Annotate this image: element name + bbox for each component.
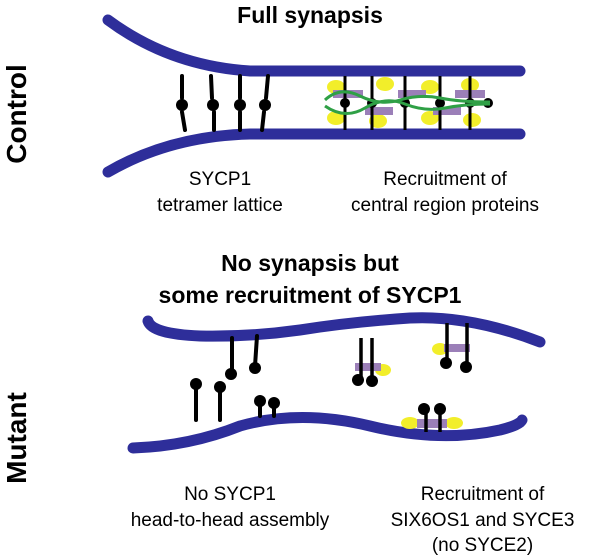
mutant-bottom-axis [127, 412, 528, 454]
recruitment-cluster-1 [352, 338, 391, 387]
control-left-caption-2: tetramer lattice [157, 195, 283, 216]
mutant-title-line2: some recruitment of SYCP1 [158, 282, 462, 308]
recruitment-cluster-3 [401, 403, 463, 432]
control-top-axis [102, 14, 526, 77]
control-right-caption-2: central region proteins [351, 195, 539, 216]
mutant-right-caption-2: SIX6OS1 and SYCE3 [390, 510, 575, 531]
sycp1-unpaired-bottom-heads [190, 378, 280, 409]
central-region-proteins [323, 76, 493, 130]
mutant-right-caption-3: (no SYCE2) [431, 535, 534, 556]
sycp1-lattice-heads [176, 99, 271, 111]
recruitment-cluster-2 [432, 323, 472, 373]
control-title: Full synapsis [237, 2, 383, 28]
sycp1-unpaired-top-heads [225, 362, 261, 380]
mutant-left-caption-1: No SYCP1 [184, 484, 276, 505]
sycp1-tetramer-lattice [180, 74, 270, 132]
control-right-caption-1: Recruitment of [383, 169, 507, 190]
mutant-left-caption-2: head-to-head assembly [130, 510, 330, 531]
control-left-caption-1: SYCP1 [188, 169, 252, 190]
sycp1-unpaired-top [230, 334, 259, 372]
control-bottom-axis [102, 128, 526, 178]
mutant-top-axis [142, 312, 546, 348]
mutant-title-line1: No synapsis but [221, 250, 399, 276]
mutant-right-caption-1: Recruitment of [420, 484, 545, 505]
